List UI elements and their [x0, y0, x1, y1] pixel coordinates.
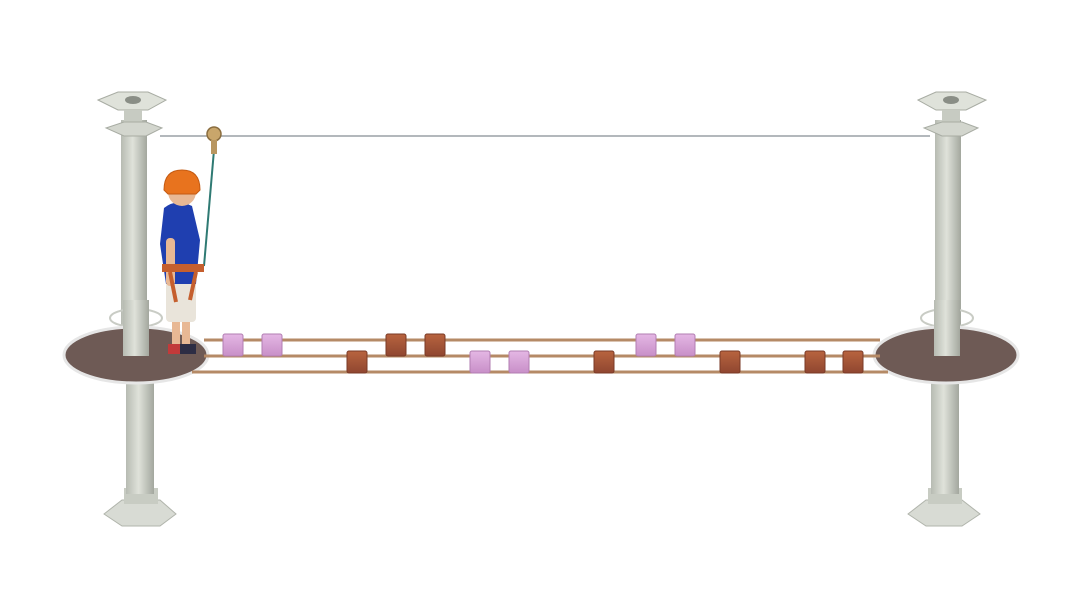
- upper-wood-step: [385, 333, 407, 357]
- left-base-plate: [103, 499, 177, 527]
- post-cap-icon: [916, 91, 988, 137]
- helmet-icon: [163, 169, 201, 195]
- lower-wood-step: [804, 350, 826, 374]
- right-base-plate: [907, 499, 981, 527]
- upper-wood-step: [424, 333, 446, 357]
- lower-wood-step: [593, 350, 615, 374]
- child-climber: [160, 126, 222, 354]
- lower-pink-step: [469, 350, 491, 374]
- upper-pink-step: [261, 333, 283, 357]
- lower-wood-step: [842, 350, 864, 374]
- lower-wood-step: [719, 350, 741, 374]
- pulley-icon: [206, 126, 222, 154]
- post-cap-icon: [96, 91, 168, 137]
- upper-pink-step: [222, 333, 244, 357]
- upper-pink-step: [635, 333, 657, 357]
- upper-pink-step: [674, 333, 696, 357]
- lower-pink-step: [508, 350, 530, 374]
- bridge-ropes: [192, 338, 888, 374]
- bridge-steps: [222, 333, 864, 374]
- lower-wood-step: [346, 350, 368, 374]
